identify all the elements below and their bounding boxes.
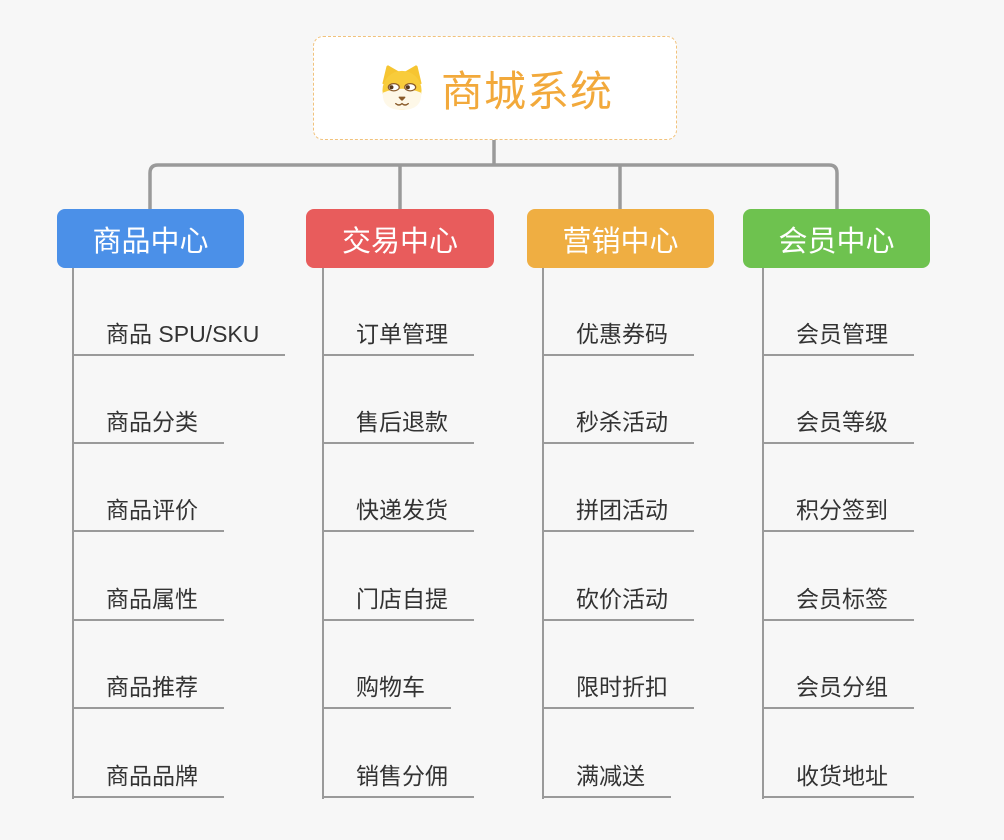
branch-node-marketing-center[interactable]: 营销中心 xyxy=(527,209,714,268)
branch-children-marketing-center: 优惠券码 秒杀活动 拼团活动 砍价活动 限时折扣 满减送 xyxy=(542,268,782,803)
branch-node-member-center[interactable]: 会员中心 xyxy=(743,209,930,268)
child-node[interactable]: 快递发货 xyxy=(322,488,474,532)
child-node[interactable]: 收货地址 xyxy=(762,754,914,798)
child-node[interactable]: 优惠券码 xyxy=(542,312,694,356)
child-node[interactable]: 门店自提 xyxy=(322,577,474,621)
child-node[interactable]: 售后退款 xyxy=(322,400,474,444)
child-node[interactable]: 订单管理 xyxy=(322,312,474,356)
trunk-line xyxy=(762,268,764,799)
child-node[interactable]: 会员分组 xyxy=(762,665,914,709)
child-node[interactable]: 购物车 xyxy=(322,665,451,709)
branch-children-member-center: 会员管理 会员等级 积分签到 会员标签 会员分组 收货地址 xyxy=(762,268,1002,803)
child-node[interactable]: 拼团活动 xyxy=(542,488,694,532)
root-node[interactable]: 商城系统 xyxy=(313,36,677,140)
child-node[interactable]: 会员管理 xyxy=(762,312,914,356)
branch-children-product-center: 商品 SPU/SKU 商品分类 商品评价 商品属性 商品推荐 商品品牌 xyxy=(72,268,312,803)
child-node[interactable]: 销售分佣 xyxy=(322,754,474,798)
trunk-line xyxy=(542,268,544,799)
child-node[interactable]: 商品 SPU/SKU xyxy=(72,312,286,356)
branch-children-trade-center: 订单管理 售后退款 快递发货 门店自提 购物车 销售分佣 xyxy=(322,268,562,803)
child-node[interactable]: 砍价活动 xyxy=(542,577,694,621)
child-node[interactable]: 商品分类 xyxy=(72,400,224,444)
child-node[interactable]: 限时折扣 xyxy=(542,665,694,709)
child-node[interactable]: 商品属性 xyxy=(72,577,224,621)
branch-label: 营销中心 xyxy=(562,225,679,258)
branch-label: 交易中心 xyxy=(341,225,458,258)
trunk-line xyxy=(322,268,324,799)
child-node[interactable]: 满减送 xyxy=(542,754,671,798)
child-node[interactable]: 商品品牌 xyxy=(72,754,224,798)
child-node[interactable]: 商品推荐 xyxy=(72,665,224,709)
trunk-line xyxy=(72,268,74,799)
branch-node-trade-center[interactable]: 交易中心 xyxy=(306,209,494,268)
child-node[interactable]: 秒杀活动 xyxy=(542,400,694,444)
child-node[interactable]: 商品评价 xyxy=(72,488,224,532)
child-node[interactable]: 会员等级 xyxy=(762,400,914,444)
branch-node-product-center[interactable]: 商品中心 xyxy=(57,209,244,268)
root-title: 商城系统 xyxy=(440,67,613,115)
branch-label: 会员中心 xyxy=(778,225,895,258)
dog-face-icon xyxy=(382,65,422,110)
child-node[interactable]: 积分签到 xyxy=(762,488,914,532)
child-node[interactable]: 会员标签 xyxy=(762,577,914,621)
branch-label: 商品中心 xyxy=(92,225,209,258)
